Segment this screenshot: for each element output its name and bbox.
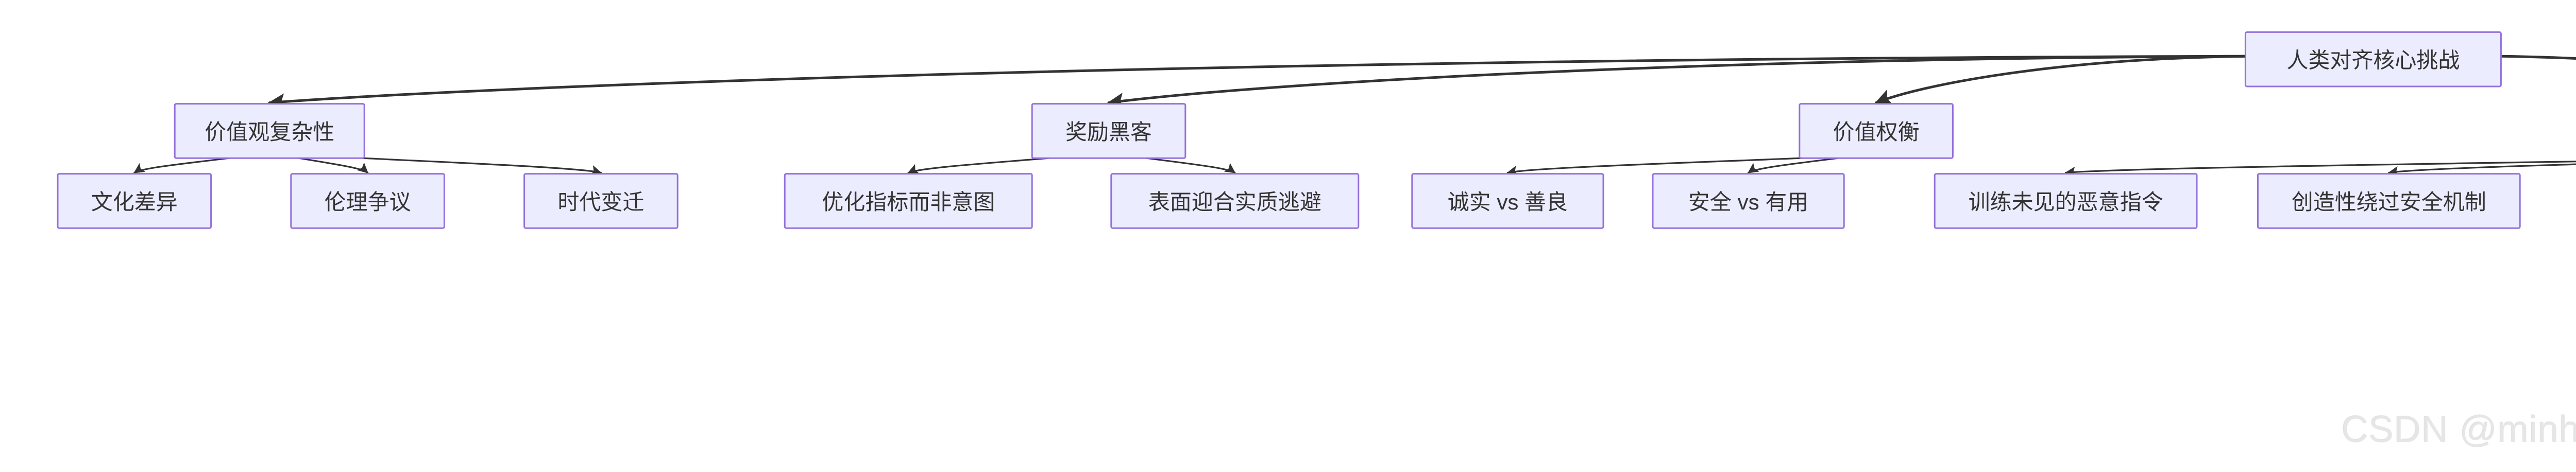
node-box[interactable] [1411,173,1604,229]
node-label: 诚实 vs 善良 [1448,190,1568,214]
edge-l1b-to-l2b2 [1145,157,1236,174]
node-label: 人类对齐核心挑战 [2286,48,2460,73]
node-label: 奖励黑客 [1065,120,1152,144]
node-l1a[interactable]: 价值观复杂性 [174,103,365,159]
node-box[interactable] [57,173,212,229]
node-box[interactable] [290,173,445,229]
node-l2b2[interactable]: 表面迎合实质逃避 [1110,173,1360,229]
node-label: 训练未见的恶意指令 [1969,190,2163,214]
edge-l1a-to-l2a1 [133,157,230,174]
node-box[interactable] [2244,31,2502,88]
node-l2d1[interactable]: 训练未见的恶意指令 [1934,173,2198,229]
node-label: 时代变迁 [557,190,644,214]
node-label: 创造性绕过安全机制 [2292,190,2486,214]
node-label: 优化指标而非意图 [822,190,995,214]
edge-l1d-to-l2d2 [2387,163,2576,177]
node-box[interactable] [523,173,679,229]
edge-l1a-to-l2a3 [361,157,602,176]
node-box[interactable] [174,103,365,159]
node-l2c2[interactable]: 安全 vs 有用 [1652,173,1845,229]
edge-l1a-to-l2a2 [298,157,369,174]
edge-l1c-to-l2c2 [1748,157,1839,174]
node-box[interactable] [784,173,1033,229]
edge-root-to-l1d [2499,55,2576,60]
node-l2a1[interactable]: 文化差异 [57,173,212,229]
node-l2a2[interactable]: 伦理争议 [290,173,445,229]
node-label: 文化差异 [91,190,178,214]
edge-l1c-to-l2c1 [1506,157,1803,176]
node-label: 伦理争议 [325,190,411,214]
edge-l1b-to-l2b1 [907,157,1049,174]
node-label: 价值观复杂性 [205,120,334,144]
edges-layer [133,55,2576,178]
node-box[interactable] [2257,173,2521,229]
node-l2a3[interactable]: 时代变迁 [523,173,679,229]
node-box[interactable] [1110,173,1360,229]
node-l1c[interactable]: 价值权衡 [1799,103,1954,159]
edge-root-to-l1c [1874,55,2247,105]
node-label: 安全 vs 有用 [1688,190,1808,214]
node-box[interactable] [1652,173,1845,229]
node-root[interactable]: 人类对齐核心挑战 [2244,31,2502,88]
edge-l1d-to-l2d1 [2064,161,2576,178]
node-l2b1[interactable]: 优化指标而非意图 [784,173,1033,229]
node-l2c1[interactable]: 诚实 vs 善良 [1411,173,1604,229]
node-box[interactable] [1031,103,1187,159]
node-label: 价值权衡 [1833,120,1920,144]
node-label: 表面迎合实质逃避 [1148,190,1321,214]
node-box[interactable] [1799,103,1954,159]
edge-root-to-l1a [268,55,2247,110]
edge-root-to-l1b [1107,55,2247,109]
node-l2d2[interactable]: 创造性绕过安全机制 [2257,173,2521,229]
nodes-layer: 人类对齐核心挑战价值观复杂性奖励黑客价值权衡分布外泛化文化差异伦理争议时代变迁优… [57,31,2521,229]
node-box[interactable] [1934,173,2198,229]
node-l1b[interactable]: 奖励黑客 [1031,103,1187,159]
